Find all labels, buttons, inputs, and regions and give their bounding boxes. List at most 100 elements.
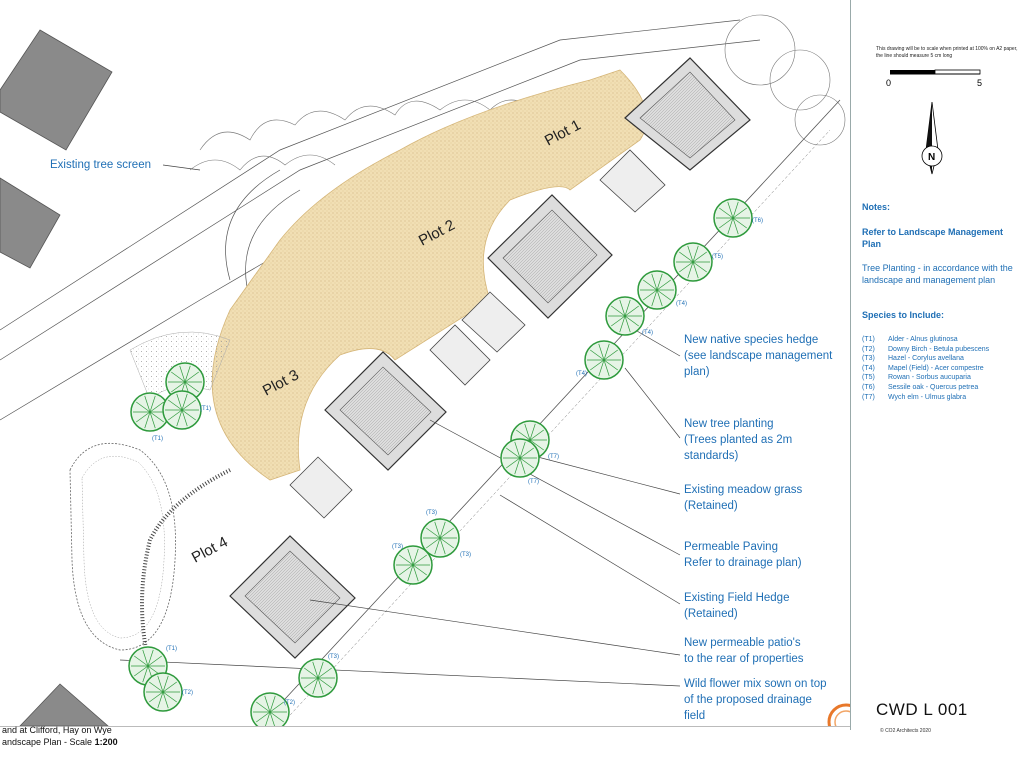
tree-tag: (T2) xyxy=(284,700,295,706)
house-plot-2 xyxy=(461,194,613,353)
species-code: (T6) xyxy=(862,383,875,391)
house-plot-1 xyxy=(599,57,751,213)
tree-tag: (T3) xyxy=(460,552,471,558)
species-name: Rowan - Sorbus aucuparia xyxy=(888,374,971,382)
tree-tag: (T4) xyxy=(576,371,587,377)
species-code: (T2) xyxy=(862,345,875,353)
drawing-number: CWD L 001 xyxy=(876,700,968,719)
copyright: © CO2 Architects 2020 xyxy=(880,728,931,734)
paving-line-2: Refer to drainage plan) xyxy=(684,557,802,569)
hedge-label: New native species hedge (see landscape … xyxy=(684,332,832,380)
plot-4-label: Plot 4 xyxy=(189,534,231,567)
meadow-line-1: Existing meadow grass xyxy=(684,484,803,496)
species-list: (T1) Alder - Alnus glutinosa (T2) Downy Bir… xyxy=(862,335,1024,402)
patio-label: New permeable patio's to the rear of pro… xyxy=(684,635,804,667)
title-block xyxy=(0,726,850,769)
tree-symbol xyxy=(673,242,713,282)
species-name: Sessile oak - Quercus petrea xyxy=(888,383,979,391)
tree-symbol xyxy=(143,672,183,712)
tree-tag: (T1) xyxy=(166,646,177,652)
species-code: (T5) xyxy=(862,374,875,382)
tree-symbol xyxy=(250,692,290,732)
wildflower-line-2: of the proposed drainage xyxy=(684,694,812,706)
species-item: (T1) Alder - Alnus glutinosa xyxy=(862,335,1024,345)
species-code: (T1) xyxy=(862,336,875,343)
species-item: (T5) Rowan - Sorbus aucuparia xyxy=(862,373,1024,383)
tree-planting-note: Tree Planting - in accordance with the l… xyxy=(862,263,1013,285)
species-item: (T6) Sessile oak - Quercus petrea xyxy=(862,383,1024,393)
tree-tag: (T7) xyxy=(548,454,559,460)
scale-bar: 0 5 xyxy=(886,69,982,88)
species-heading: Species to Include: xyxy=(862,310,945,320)
tree-tag: (T3) xyxy=(392,544,403,550)
drawing-scale: 1:200 xyxy=(94,737,118,747)
species-code: (T3) xyxy=(862,355,875,363)
north-arrow: N xyxy=(921,101,943,175)
tree-planting-label: New tree planting (Trees planted as 2m s… xyxy=(684,416,792,464)
wildflower-line-1: Wild flower mix sown on top xyxy=(684,678,827,690)
existing-field-hedge xyxy=(140,468,231,701)
meadow-line-2: (Retained) xyxy=(684,500,738,512)
site-plan-drawing: (T6)(T5)(T4)(T4)(T4)(T7)(T7)(T3)(T3)(T3)… xyxy=(0,14,850,741)
scale-tick-0: 0 xyxy=(886,78,891,88)
tree-symbol xyxy=(637,270,677,310)
tree-tag: (T7) xyxy=(528,479,539,485)
tree-symbol xyxy=(500,438,540,478)
tree-group xyxy=(128,198,753,732)
hedge-line-2: (see landscape management xyxy=(684,350,833,362)
meadow-label: Existing meadow grass (Retained) xyxy=(684,482,802,514)
existing-tree-screen-label: Existing tree screen xyxy=(50,159,151,171)
species-name: Downy Birch - Betula pubescens xyxy=(888,345,990,353)
drawing-title-text: andscape Plan - Scale xyxy=(2,737,95,747)
tree-tag: (T6) xyxy=(752,218,763,224)
house-plot-4 xyxy=(229,535,356,659)
tree-tag: (T1) xyxy=(152,436,163,442)
plot-area-texture xyxy=(212,70,647,480)
tree-symbol xyxy=(605,296,645,336)
species-name: Hazel - Corylus avellana xyxy=(888,355,964,363)
neighbour-building-2 xyxy=(0,177,61,269)
tree-planting-line-2: (Trees planted as 2m xyxy=(684,434,793,446)
hedge-line-1: New native species hedge xyxy=(684,334,819,346)
tree-symbol xyxy=(584,340,624,380)
scale-tick-5: 5 xyxy=(977,78,982,88)
species-name: Mapel (Field) - Acer compestre xyxy=(888,364,984,372)
species-item: (T3) Hazel - Corylus avellana xyxy=(862,354,1024,364)
scale-note: This drawing will be to scale when print… xyxy=(876,46,1018,59)
project-title: and at Clifford, Hay on Wye xyxy=(2,725,112,735)
hedge-line-3: plan) xyxy=(684,366,710,378)
wildflower-label: Wild flower mix sown on top of the propo… xyxy=(684,676,827,724)
drainage-field-inner xyxy=(81,455,165,639)
house-plot-3 xyxy=(289,324,491,519)
tree-tag-group: (T6)(T5)(T4)(T4)(T4)(T7)(T7)(T3)(T3)(T3)… xyxy=(152,218,763,706)
patio-line-2: to the rear of properties xyxy=(684,653,804,665)
notes-panel xyxy=(850,0,1024,730)
species-code: (T4) xyxy=(862,364,875,372)
species-name: Alder - Alnus glutinosa xyxy=(888,336,958,343)
tree-symbol xyxy=(420,518,460,558)
tree-symbol xyxy=(393,545,433,585)
tree-planting-line-3: standards) xyxy=(684,450,739,462)
tree-tag: (T5) xyxy=(712,254,723,260)
drawing-title: andscape Plan - Scale 1:200 xyxy=(2,737,118,747)
species-code: (T7) xyxy=(862,393,875,401)
tree-tag: (T4) xyxy=(676,301,687,307)
species-item: (T2) Downy Birch - Betula pubescens xyxy=(862,345,1024,355)
species-item: (T4) Mapel (Field) - Acer compestre xyxy=(862,364,1024,374)
drainage-field xyxy=(69,443,176,651)
tree-symbol xyxy=(713,198,753,238)
species-item: (T7)Wych elm - Ulmus glabra xyxy=(862,393,1024,403)
field-hedge-label: Existing Field Hedge (Retained) xyxy=(684,590,789,622)
tree-symbol xyxy=(298,658,338,698)
tree-tag: (T3) xyxy=(426,510,437,516)
notes-heading: Notes: xyxy=(862,202,891,212)
tree-symbol xyxy=(162,390,202,430)
field-hedge-line-1: Existing Field Hedge xyxy=(684,592,790,604)
tree-tag: (T2) xyxy=(182,690,193,696)
landscape-ref-note: Refer to Landscape Management Plan xyxy=(862,227,1004,249)
tree-planting-line-1: New tree planting xyxy=(684,418,774,430)
wildflower-line-3: field xyxy=(684,710,706,722)
north-letter: N xyxy=(928,152,935,163)
paving-label: Permeable Paving Refer to drainage plan) xyxy=(684,539,802,571)
leader-lines xyxy=(119,164,681,687)
